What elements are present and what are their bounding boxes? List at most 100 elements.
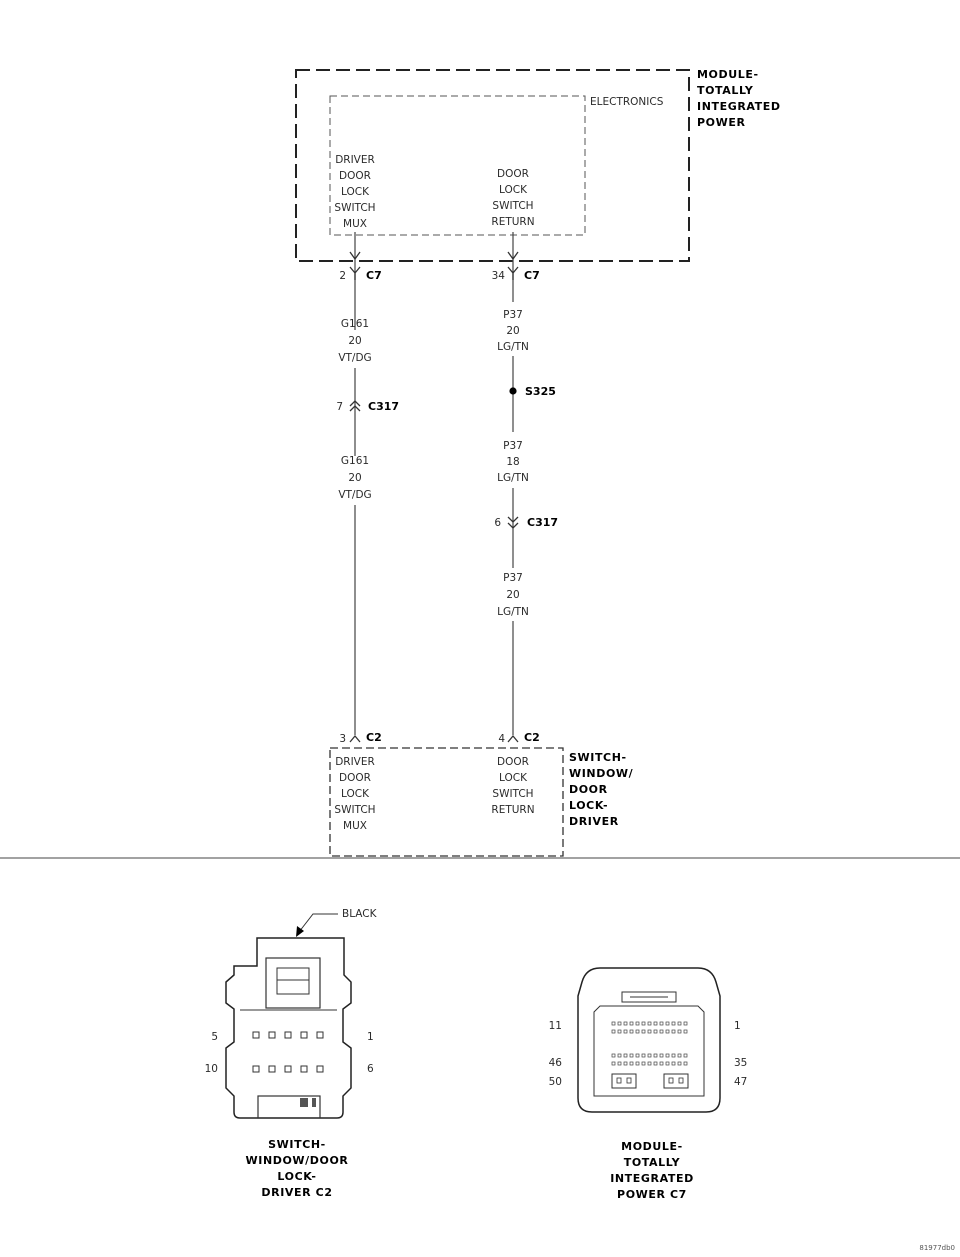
pin-cavity (641, 1061, 646, 1066)
pin-cavity (653, 1053, 658, 1058)
wire-g161: 2 C7 G161 20 VT/DG 7 C317 G161 20 VT/DG … (336, 232, 399, 745)
pin-cavity (316, 1031, 324, 1039)
conn-name: C2 (366, 731, 382, 744)
pin-cavity (300, 1065, 308, 1073)
c2-housing (225, 937, 352, 1119)
pin-label-line: DOOR (339, 772, 371, 784)
pin-cavity (671, 1021, 676, 1026)
pin-label-line: SWITCH (334, 804, 375, 816)
pin-cavity (647, 1029, 652, 1034)
connector-c2-face: BLACK 5 1 10 6 SWITCH- WINDOW/DOOR (205, 908, 378, 1199)
tipm-electronics-box (329, 95, 586, 236)
pin-cavity (677, 1061, 682, 1066)
pin-cavity (665, 1029, 670, 1034)
wire-code: P37 (503, 440, 523, 452)
pin-cavity (252, 1031, 260, 1039)
pin-cavity (683, 1061, 688, 1066)
pin-cavity (268, 1031, 276, 1039)
caption-line: DRIVER C2 (261, 1186, 332, 1199)
pin-cavity (641, 1021, 646, 1026)
wire-p37: 34 C7 P37 20 LG/TN S325 P37 18 LG/TN 6 C… (492, 232, 558, 745)
callout-leader (298, 913, 338, 933)
conn-pin: 6 (494, 517, 501, 529)
pin-cavity (671, 1029, 676, 1034)
terminal-arrow-icon (507, 251, 519, 261)
conn-pin: 34 (492, 270, 506, 282)
c7-housing (577, 967, 721, 1113)
pin-cavity (623, 1053, 628, 1058)
pin-cavity (316, 1065, 324, 1073)
c2-latch-inner (276, 967, 310, 995)
c7-inner-body (593, 1005, 705, 1097)
wire-color: LG/TN (497, 341, 529, 353)
pin-cavity (659, 1053, 664, 1058)
pin-label-line: DOOR (339, 170, 371, 182)
inline-connector-icon (349, 400, 361, 412)
pin-cavity (677, 1029, 682, 1034)
pin-cavity (668, 1077, 674, 1084)
tipm-module: ELECTRONICS MODULE- TOTALLY INTEGRATED P… (295, 68, 780, 262)
conn-pin: 7 (336, 401, 343, 413)
conn-pin: 4 (498, 733, 505, 745)
switch-title-line: DRIVER (569, 815, 619, 828)
c7-latch (621, 991, 677, 1003)
tipm-pin-left: DRIVER DOOR LOCK SWITCH MUX (334, 154, 375, 230)
splice-name: S325 (525, 385, 556, 398)
switch-title-line: LOCK- (569, 799, 608, 812)
pin-label-line: LOCK (341, 788, 370, 800)
pin-cavity (629, 1053, 634, 1058)
pin-cavity (647, 1021, 652, 1026)
pin-number: 11 (549, 1020, 562, 1032)
pin-cavity (683, 1021, 688, 1026)
switch-title: SWITCH- WINDOW/ DOOR LOCK- DRIVER (569, 751, 634, 828)
pin-number: 5 (211, 1031, 218, 1043)
connector-c7-symbol-icon (349, 266, 361, 280)
tipm-title-line: MODULE- (697, 68, 759, 81)
c7-caption: MODULE- TOTALLY INTEGRATED POWER C7 (610, 1140, 693, 1201)
pin-cavity (671, 1053, 676, 1058)
pin-label-line: SWITCH (334, 202, 375, 214)
c2-bottom-tab (300, 1098, 308, 1107)
pin-cavity (659, 1029, 664, 1034)
pin-cavity (635, 1021, 640, 1026)
switch-window-door-lock: SWITCH- WINDOW/ DOOR LOCK- DRIVER DRIVER… (329, 747, 634, 857)
connector-c7-symbol-icon (507, 266, 519, 280)
tipm-title-line: POWER (697, 116, 746, 129)
pin-label-line: DRIVER (335, 154, 375, 166)
pin-cavity (677, 1021, 682, 1026)
conn-name: C317 (527, 516, 558, 529)
conn-name: C7 (366, 269, 382, 282)
pin-cavity (678, 1077, 684, 1084)
switch-title-line: SWITCH- (569, 751, 627, 764)
pin-number: 1 (367, 1031, 374, 1043)
caption-line: MODULE- (621, 1140, 683, 1153)
tipm-pin-right: DOOR LOCK SWITCH RETURN (491, 168, 534, 228)
switch-title-line: WINDOW/ (569, 767, 634, 780)
pin-cavity (671, 1061, 676, 1066)
pin-cavity (616, 1077, 622, 1084)
c2-bottom-tab (312, 1098, 316, 1107)
c2-bottom-key (257, 1095, 321, 1119)
pin-cavity (611, 1053, 616, 1058)
pin-cavity (626, 1077, 632, 1084)
wire-gauge: 20 (506, 589, 519, 601)
pin-cavity (252, 1065, 260, 1073)
pin-cavity (300, 1031, 308, 1039)
pin-cavity (268, 1065, 276, 1073)
pin-number: 50 (549, 1076, 562, 1088)
wire-code: G161 (341, 455, 369, 467)
pin-cavity (647, 1061, 652, 1066)
wire-gauge: 20 (506, 325, 519, 337)
c7-cavity-block (663, 1073, 689, 1089)
c2-pin-row-bottom (252, 1065, 324, 1073)
pin-cavity (659, 1021, 664, 1026)
pin-cavity (611, 1021, 616, 1026)
pin-cavity (617, 1053, 622, 1058)
pin-number: 47 (734, 1076, 747, 1088)
pin-cavity (629, 1061, 634, 1066)
wire-color: VT/DG (338, 489, 371, 501)
pin-cavity (284, 1031, 292, 1039)
connector-c2-symbol-icon (349, 734, 361, 743)
caption-line: TOTALLY (624, 1156, 681, 1169)
